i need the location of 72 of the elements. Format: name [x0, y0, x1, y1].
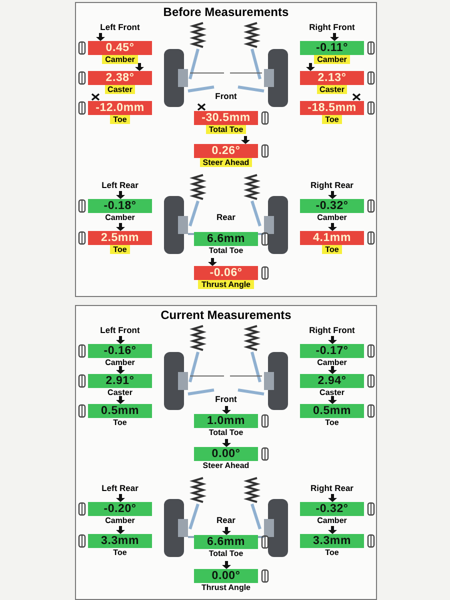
gauge-caption: Camber — [316, 516, 348, 525]
position-label: Front — [214, 394, 238, 404]
gauge-caption: Camber — [104, 516, 136, 525]
gauge-caption: Toe — [324, 548, 340, 557]
gauge-caption: Caster — [318, 388, 346, 397]
gauge-readout: 0.5mm — [88, 404, 152, 418]
gauge-readout: 4.1mm — [300, 231, 364, 245]
gauge-readout: 3.3mm — [88, 534, 152, 548]
gauge-readout: -0.32° — [300, 502, 364, 516]
gauge-readout: 1.0mm — [194, 414, 258, 428]
gauge-readout: -0.32° — [300, 199, 364, 213]
gauge-readout: 0.45° — [88, 41, 152, 55]
gauge-readout: 3.3mm — [300, 534, 364, 548]
gauge-readout: 0.26° — [194, 144, 258, 158]
gauge-caption: Total Toe — [208, 549, 244, 558]
gauge-caption: Toe — [112, 548, 128, 557]
gauge-caption: Total Toe — [206, 125, 246, 134]
gauge-readout: -12.0mm — [88, 101, 152, 115]
gauge-caption: Toe — [322, 115, 342, 124]
position-label: Right Rear — [310, 180, 354, 190]
gauge-caption: Camber — [316, 213, 348, 222]
gauge-caption: Steer Ahead — [200, 158, 252, 167]
gauge-readout: -0.11° — [300, 41, 364, 55]
gauge-readout: 6.6mm — [194, 535, 258, 549]
panel-title: Before Measurements — [162, 5, 290, 19]
gauge-caption: Camber — [316, 358, 348, 367]
report-panel — [75, 305, 377, 600]
gauge-caption: Toe — [322, 245, 342, 254]
gauge-readout: -0.16° — [88, 344, 152, 358]
gauge-readout: -0.17° — [300, 344, 364, 358]
gauge-caption: Toe — [110, 115, 130, 124]
gauge-caption: Toe — [110, 245, 130, 254]
gauge-caption: Thrust Angle — [198, 280, 254, 289]
position-label: Rear — [216, 515, 236, 525]
position-label: Left Rear — [100, 483, 140, 493]
report-panel — [75, 2, 377, 297]
position-label: Left Front — [99, 22, 141, 32]
position-label: Rear — [216, 212, 236, 222]
gauge-readout: 6.6mm — [194, 232, 258, 246]
gauge-caption: Camber — [104, 358, 136, 367]
position-label: Right Front — [308, 22, 356, 32]
gauge-readout: -18.5mm — [300, 101, 364, 115]
gauge-readout: 2.13° — [300, 71, 364, 85]
gauge-readout: -0.06° — [194, 266, 258, 280]
gauge-caption: Total Toe — [208, 246, 244, 255]
gauge-readout: 0.5mm — [300, 404, 364, 418]
position-label: Right Rear — [310, 483, 354, 493]
gauge-caption: Caster — [316, 85, 348, 94]
gauge-caption: Camber — [102, 55, 138, 64]
gauge-caption: Total Toe — [208, 428, 244, 437]
gauge-caption: Toe — [324, 418, 340, 427]
gauge-readout: 2.38° — [88, 71, 152, 85]
gauge-caption: Camber — [104, 213, 136, 222]
gauge-readout: 2.91° — [88, 374, 152, 388]
position-label: Left Rear — [100, 180, 140, 190]
gauge-caption: Steer Ahead — [202, 461, 250, 470]
gauge-readout: 0.00° — [194, 569, 258, 583]
gauge-readout: 2.94° — [300, 374, 364, 388]
gauge-caption: Caster — [106, 388, 134, 397]
gauge-caption: Caster — [104, 85, 136, 94]
gauge-caption: Thrust Angle — [200, 583, 252, 592]
panel-title: Current Measurements — [160, 308, 292, 322]
gauge-caption: Toe — [112, 418, 128, 427]
gauge-caption: Camber — [314, 55, 350, 64]
gauge-readout: -0.20° — [88, 502, 152, 516]
gauge-readout: -0.18° — [88, 199, 152, 213]
gauge-readout: 2.5mm — [88, 231, 152, 245]
position-label: Front — [214, 91, 238, 101]
position-label: Right Front — [308, 325, 356, 335]
gauge-readout: -30.5mm — [194, 111, 258, 125]
position-label: Left Front — [99, 325, 141, 335]
gauge-readout: 0.00° — [194, 447, 258, 461]
